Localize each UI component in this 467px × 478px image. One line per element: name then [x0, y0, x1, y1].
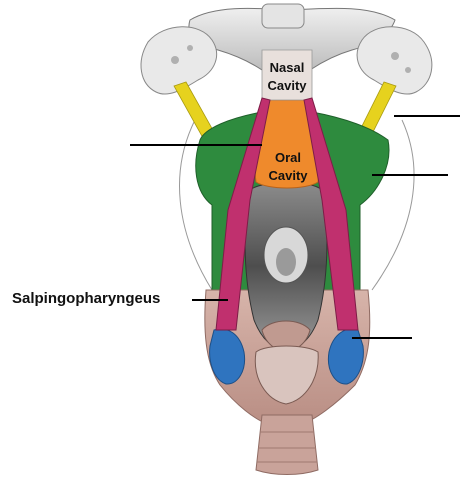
outer-fascia-left [179, 119, 213, 291]
bone-pore [171, 56, 179, 64]
sella-bone [261, 3, 305, 29]
oral-cavity-label: Cavity [268, 168, 308, 183]
palatopharyngeus-right [303, 97, 359, 331]
outer-fascia-right [371, 119, 415, 291]
nasal-cavity-label: Cavity [267, 78, 307, 93]
palatopharyngeus-left [215, 97, 271, 331]
bone-pore [391, 52, 399, 60]
piriform-region-right [327, 328, 364, 385]
esophagus [255, 414, 319, 475]
bone-pore [187, 45, 193, 51]
uvula-core [276, 248, 296, 276]
temporal-bone-right [356, 26, 433, 95]
laryngeal-fold [254, 345, 319, 405]
bone-pore [405, 67, 411, 73]
salpingopharyngeus-label: Salpingopharyngeus [12, 290, 161, 307]
tensor-strip-left [173, 81, 215, 139]
piriform-region-left [209, 328, 246, 385]
oral-cavity-label: Oral [274, 150, 301, 165]
nasal-cavity-label: Nasal [269, 60, 305, 75]
